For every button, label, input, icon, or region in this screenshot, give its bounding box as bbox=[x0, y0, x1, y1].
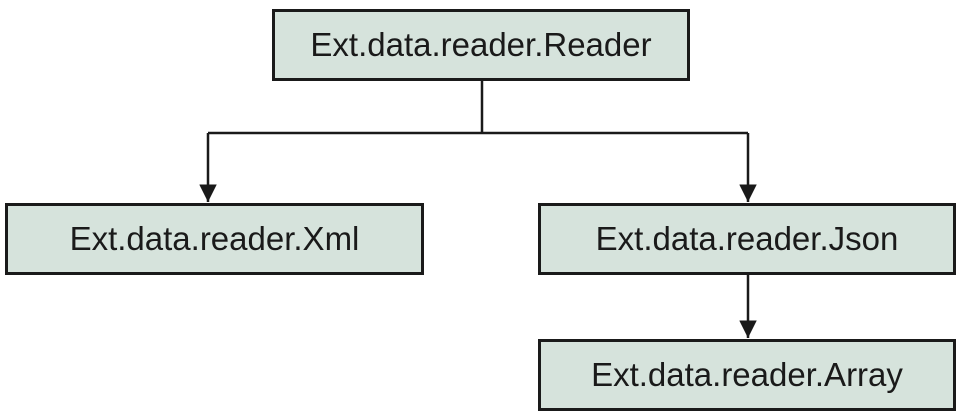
node-array-reader: Ext.data.reader.Array bbox=[538, 339, 956, 411]
node-reader-label: Ext.data.reader.Reader bbox=[310, 26, 652, 63]
node-xml-label: Ext.data.reader.Xml bbox=[69, 220, 360, 257]
node-json-reader: Ext.data.reader.Json bbox=[538, 203, 956, 275]
node-xml-reader: Ext.data.reader.Xml bbox=[5, 203, 424, 275]
node-reader-base-class: Ext.data.reader.Reader bbox=[272, 9, 690, 81]
node-array-label: Ext.data.reader.Array bbox=[591, 356, 903, 393]
node-json-label: Ext.data.reader.Json bbox=[595, 220, 899, 257]
